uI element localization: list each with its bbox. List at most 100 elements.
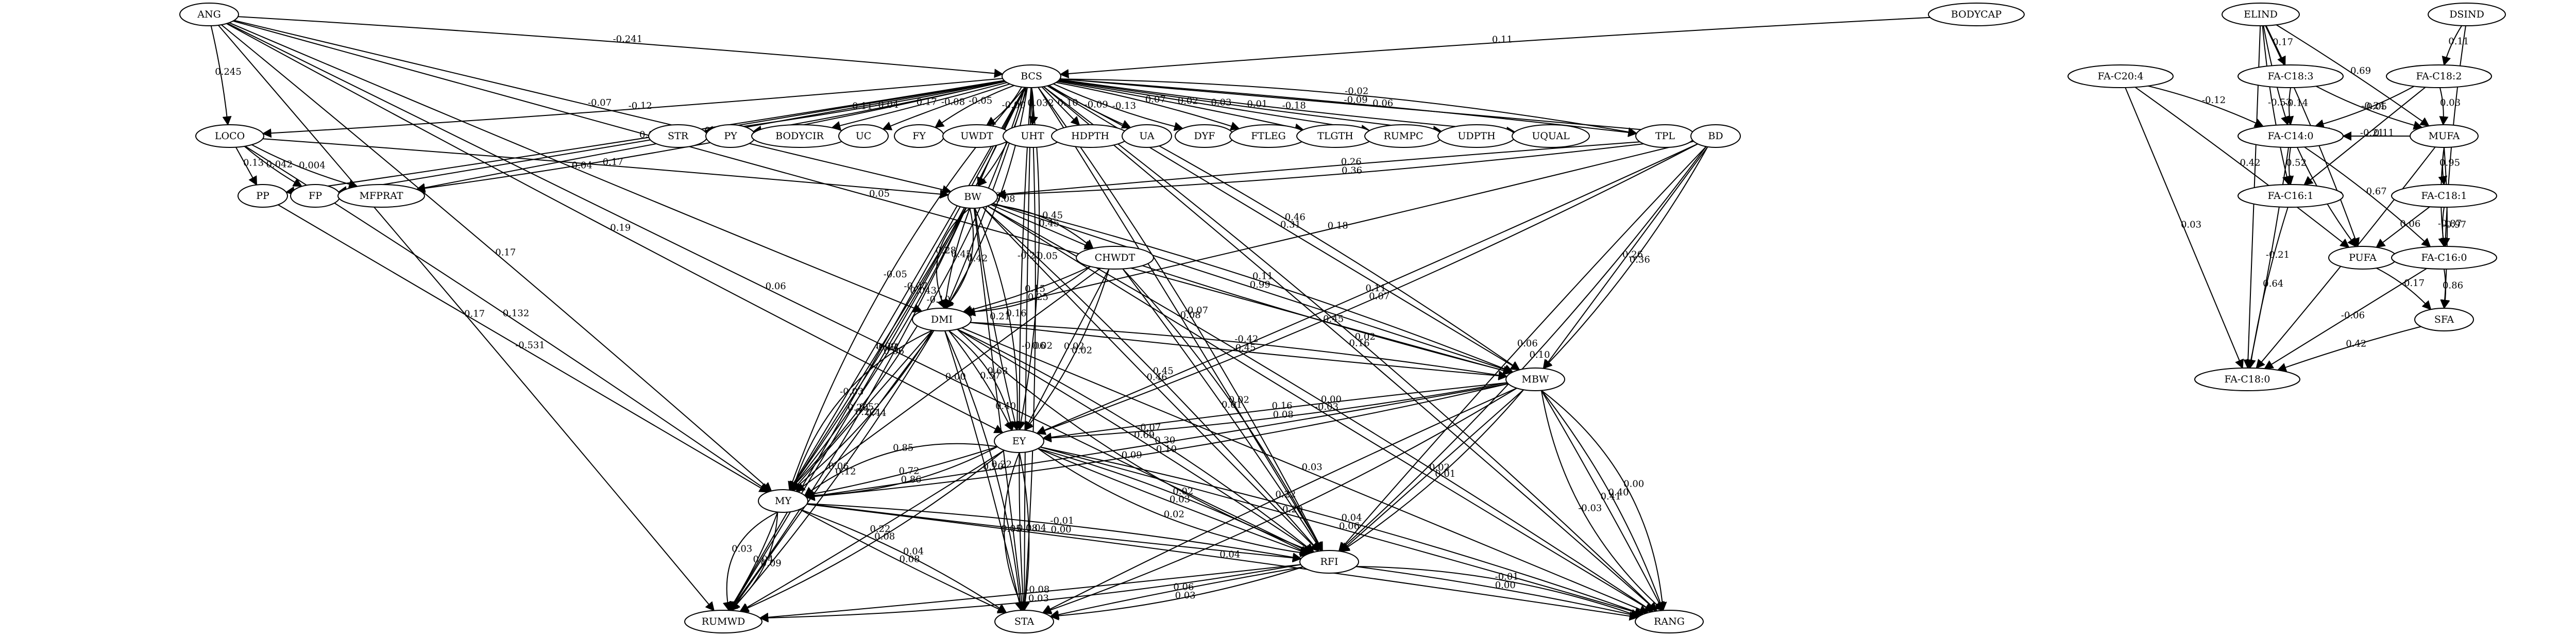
node-label-tlgth: TLGTH <box>1317 130 1353 142</box>
edge-label-dmi-to-my: 0.52 <box>859 402 880 413</box>
edge-mbw-to-my <box>805 383 1509 502</box>
edge-dsind-to-fa-c18-2 <box>2442 25 2463 66</box>
node-shape-sta <box>994 610 1054 633</box>
edge-label-pufa-to-sfa: -0.17 <box>2401 278 2425 289</box>
edge-label-fa-c18-1-to-pufa: 0.06 <box>2400 219 2420 229</box>
edge-dmi-to-sta <box>944 330 1025 611</box>
node-shape-bcs <box>1002 64 1061 88</box>
edge-bcs-to-fy <box>934 85 1014 128</box>
edge-label-bcs-to-ftleg: 0.07 <box>1145 94 1166 105</box>
node-fa-c18-1: FA-C18:1 <box>2391 184 2497 208</box>
node-dmi: DMI <box>912 308 972 331</box>
edge-label-ey-to-rumwd: 0.22 <box>870 524 890 534</box>
node-label-py: PY <box>724 130 737 142</box>
edge-label-chwdt-to-dmi: 0.15 <box>1025 283 1045 294</box>
edge-bw-to-dmi <box>941 208 971 309</box>
edge-label-bw-to-dmi: 0.28 <box>936 245 956 256</box>
edge-bcs-to-tpl <box>1060 78 1638 137</box>
node-ang: ANG <box>179 3 239 26</box>
edge-ey-to-rang <box>1040 446 1644 616</box>
node-shape-fa-c16-1 <box>2238 184 2344 208</box>
edge-bw-to-my <box>789 207 967 491</box>
edge-pp-to-my <box>278 204 769 493</box>
node-shape-loco <box>195 124 264 148</box>
node-label-ua: UA <box>1139 130 1154 142</box>
edge-label-mbw-to-rang: 0.40 <box>1608 487 1629 498</box>
edge-rfi-to-rang <box>1355 566 1640 620</box>
edge-label-fa-c16-1-to-fa-c18-0: 0.64 <box>2263 278 2283 289</box>
edge-label-bcs-to-ey: -0.05 <box>1034 250 1058 261</box>
edge-label-rfi-to-rumwd: 0.03 <box>1028 593 1049 604</box>
edge-label-loco-to-fp: 0.042 <box>266 159 293 170</box>
edge-label-bcs-to-tlgth: 0.02 <box>1178 95 1198 106</box>
edge-label-dmi-to-rfi: -0.07 <box>1137 422 1161 433</box>
edge-ang-to-rfi <box>227 23 1312 554</box>
edge-label-bw-to-my: 0.09 <box>876 341 896 352</box>
node-label-pp: PP <box>256 190 269 202</box>
edge-mbw-to-rfi <box>1340 389 1524 552</box>
edge-bd-to-rfi <box>1338 146 1707 552</box>
edge-label-bd-to-ey: 0.07 <box>1369 291 1389 302</box>
edge-label-bw-to-rang: -0.03 <box>1315 402 1338 412</box>
node-label-ftleg: FTLEG <box>1251 130 1286 142</box>
edge-my-to-rumwd <box>728 512 778 611</box>
node-shape-ey <box>994 429 1044 453</box>
edge-label-ey-to-my: 0.72 <box>899 465 919 476</box>
node-label-fa-c18-0: FA-C18:0 <box>2225 374 2270 385</box>
node-shape-dmi <box>912 308 972 331</box>
edge-label-my-to-sta: 0.04 <box>903 546 924 557</box>
edge-label-bd-to-bw: 0.26 <box>1341 157 1362 168</box>
node-label-mfprat: MFPRAT <box>359 190 403 202</box>
edge-label-bd-to-bw: 0.36 <box>1342 165 1362 176</box>
edge-label-chwdt-to-ey: 0.02 <box>1064 341 1084 352</box>
node-label-rumwd: RUMWD <box>702 616 745 627</box>
edge-my-to-sta <box>799 509 1007 613</box>
node-label-fa-c16-0: FA-C16:0 <box>2421 252 2467 263</box>
node-shape-pp <box>238 184 288 208</box>
edge-label-dsind-to-fa-c18-2: 0.11 <box>2448 36 2469 47</box>
edge-chwdt-to-dmi <box>962 266 1091 314</box>
edge-label-bw-to-ey: 0.16 <box>1006 308 1026 319</box>
edge-label-fa-c20-4-to-fa-c18-0: 0.03 <box>2181 220 2201 230</box>
edge-mbw-to-rang <box>1541 390 1664 611</box>
node-label-fa-c18-2: FA-C18:2 <box>2416 71 2462 82</box>
node-shape-elind <box>2222 3 2300 26</box>
node-shape-chwdt <box>1076 246 1154 270</box>
edge-bcs-to-my <box>789 87 1026 491</box>
edge-bcs-to-uwdt <box>986 87 1022 126</box>
node-bw: BW <box>947 185 998 209</box>
node-mufa: MUFA <box>2410 124 2479 148</box>
edge-label-mbw-to-rfi: 0.02 <box>1429 462 1450 473</box>
edge-label-bcs-to-my: 0.043 <box>910 286 937 296</box>
node-label-fa-c20-4: FA-C20:4 <box>2098 71 2144 82</box>
edge-label-bcs-to-rfi: -0.08 <box>1177 310 1201 321</box>
edge-bd-to-ey <box>1036 143 1698 435</box>
node-uc: UC <box>838 124 889 148</box>
edge-label-bd-to-ey: 0.11 <box>1365 283 1386 294</box>
edge-ey-to-rfi <box>1038 448 1310 555</box>
edge-dmi-to-my <box>790 329 933 492</box>
edge-label-bw-to-rumwd: 0.22 <box>855 407 876 417</box>
node-shape-fa-c18-2 <box>2386 64 2492 88</box>
edge-label-mbw-to-ey: 0.08 <box>1273 409 1294 420</box>
node-label-elind: ELIND <box>2244 9 2278 20</box>
edge-label-bcs-to-bodycir: 0.17 <box>917 97 937 108</box>
edge-label-rfi-to-sta: 0.03 <box>1175 590 1196 601</box>
node-label-rumpc: RUMPC <box>1383 130 1423 142</box>
edge-fa-c20-4-to-fa-c14-0 <box>2148 85 2264 127</box>
edge-ey-to-my <box>804 443 998 496</box>
edge-ang-to-ey <box>226 23 1004 433</box>
edge-label-mbw-to-ey: 0.16 <box>1272 400 1293 411</box>
edge-dmi-to-rfi <box>957 328 1315 553</box>
node-label-uc: UC <box>856 130 872 142</box>
edge-label-bd-to-rfi: 0.06 <box>1517 338 1538 349</box>
edge-label-ang-to-dmi: 0.04 <box>572 160 592 171</box>
edge-mbw-to-sta <box>1042 388 1517 614</box>
node-mfprat: MFPRAT <box>337 184 425 208</box>
edge-label-ang-to-my: 0.17 <box>495 247 516 258</box>
edge-dmi-to-ey <box>948 330 1013 431</box>
node-label-fy: FY <box>912 130 926 142</box>
edge-loco-to-fp <box>244 146 303 187</box>
edge-label-my-to-rumwd: 0.09 <box>761 558 782 569</box>
edge-label-dmi-to-rfi: 0.09 <box>1122 449 1142 460</box>
